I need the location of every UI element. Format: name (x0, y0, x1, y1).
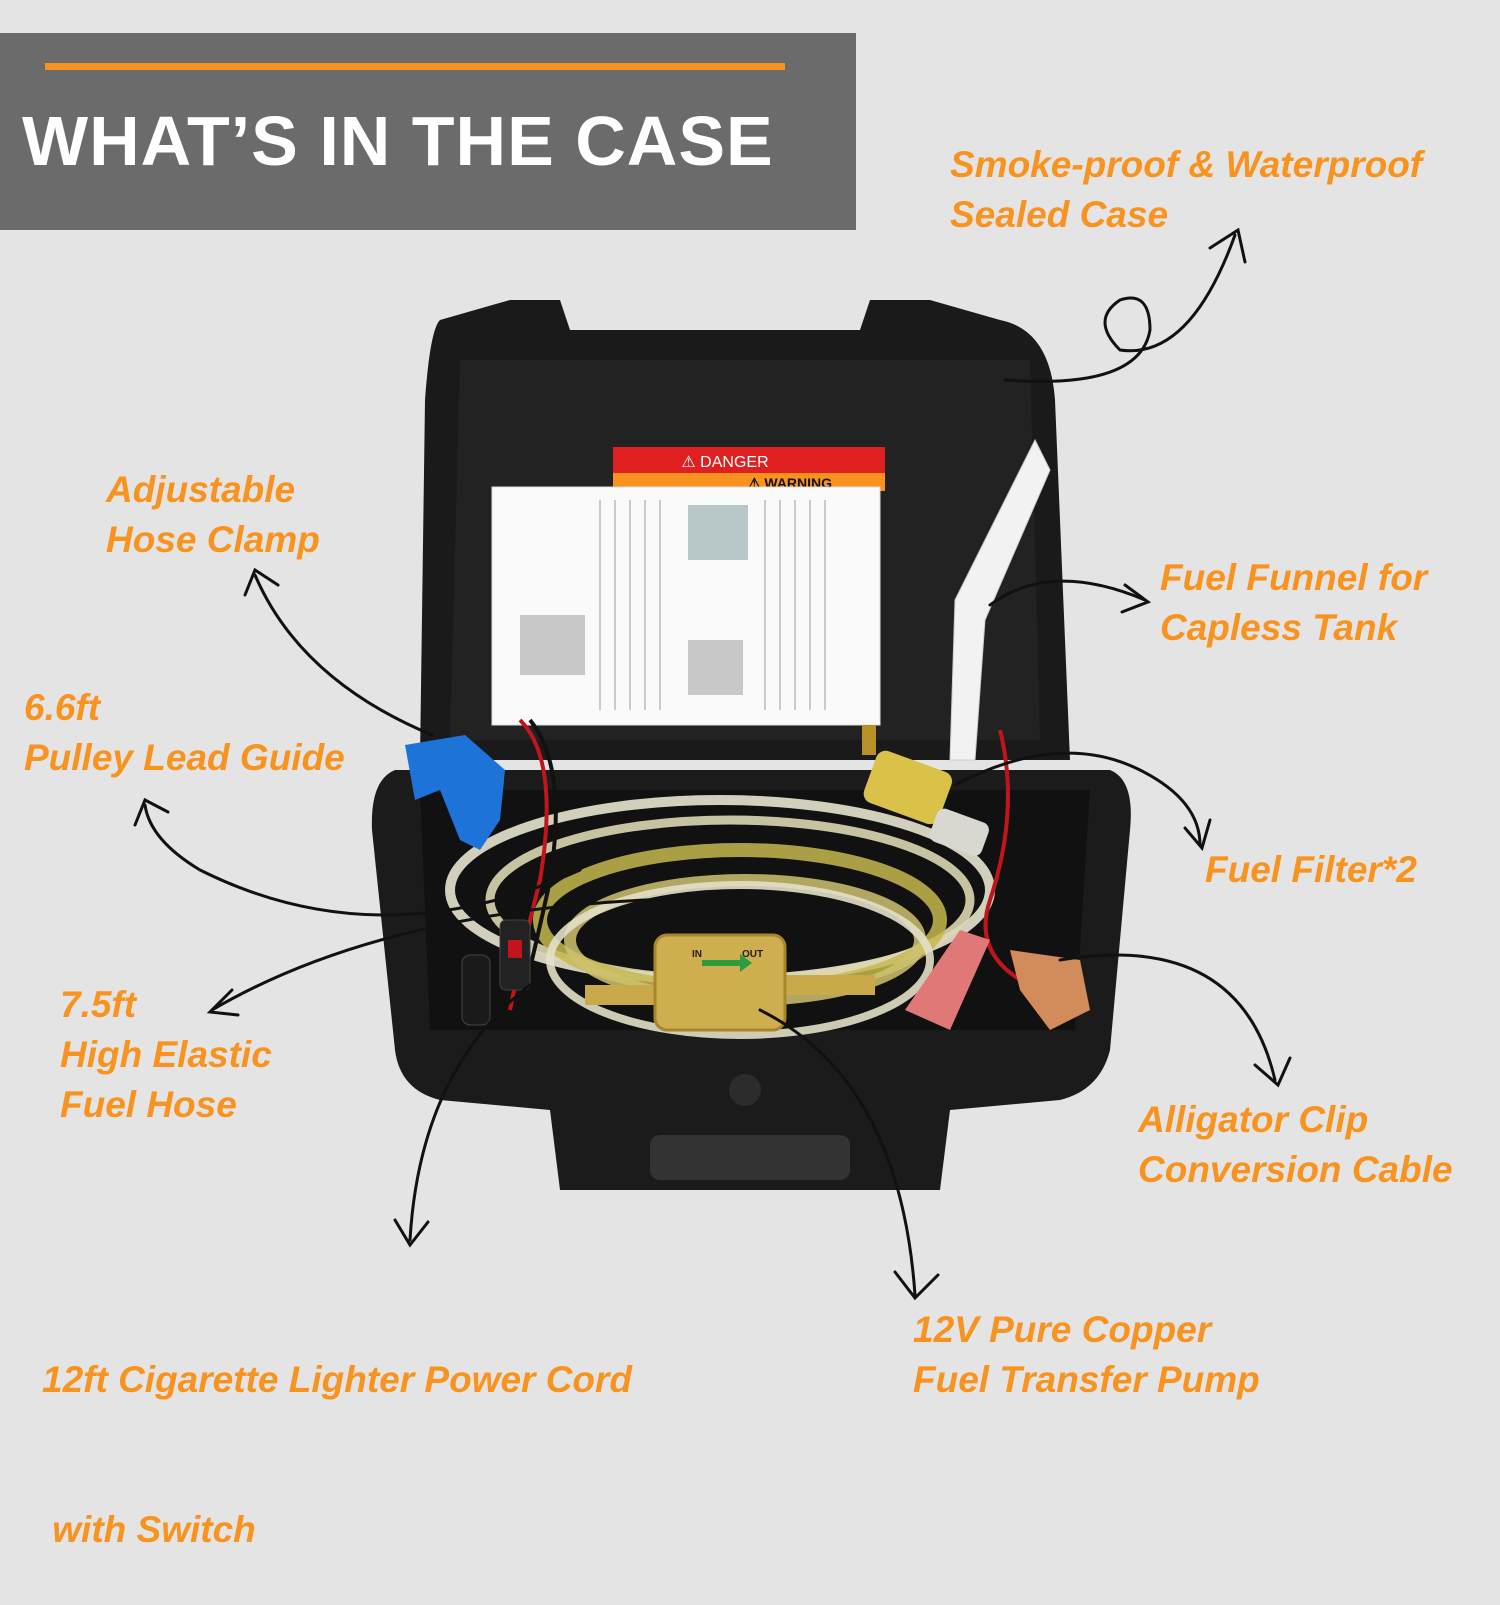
alligator-clip-red (905, 930, 990, 1030)
label-alligator-clip: Alligator Clip Conversion Cable (1138, 1099, 1453, 1190)
header-banner: WHAT’S IN THE CASE (0, 33, 856, 230)
alligator-clip-black (1010, 950, 1090, 1030)
arrow-fuel-filter (953, 751, 1202, 847)
danger-sticker (613, 447, 885, 473)
label-fuel-filter: Fuel Filter*2 (1205, 849, 1417, 890)
cigarette-plug (461, 954, 491, 1026)
label-pump: 12V Pure Copper Fuel Transfer Pump (913, 1309, 1260, 1400)
pulley-lead-guide (405, 735, 505, 850)
arrow-alligator-clip (1058, 953, 1277, 1082)
label-fuel-funnel: Fuel Funnel for Capless Tank (1160, 557, 1428, 648)
fuel-filter (862, 725, 989, 856)
product-illustration: ⚠ DANGER ⚠ WARNING (133, 227, 1292, 1301)
label-pulley-guide: 6.6ft Pulley Lead Guide (24, 687, 345, 778)
fuel-transfer-pump: IN OUT (585, 933, 875, 1032)
pump-out-label: OUT (742, 949, 763, 960)
arrow-fuel-hose (210, 896, 722, 1012)
label-hose-clamp: Adjustable Hose Clamp (106, 469, 320, 560)
arrow-fuel-funnel (988, 579, 1147, 607)
arrow-power-cord (408, 983, 532, 1242)
arrow-sealed-case (1003, 233, 1237, 383)
label-power-cord: 12ft Cigarette Lighter Power Cord with S… (42, 1359, 633, 1550)
arrow-hose-clamp (253, 573, 434, 737)
page-title: WHAT’S IN THE CASE (22, 102, 774, 180)
arrow-pump (758, 1008, 917, 1297)
owners-manual (491, 486, 881, 726)
arrow-pulley-guide (143, 803, 582, 917)
label-sealed-case: Smoke-proof & Waterproof Sealed Case (950, 144, 1423, 235)
label-fuel-hose: 7.5ft High Elastic Fuel Hose (60, 984, 272, 1125)
fuel-funnel (949, 438, 1051, 761)
pump-in-label: IN (692, 949, 702, 960)
danger-sticker-text: ⚠ DANGER (681, 454, 768, 471)
accent-rule (45, 63, 785, 70)
